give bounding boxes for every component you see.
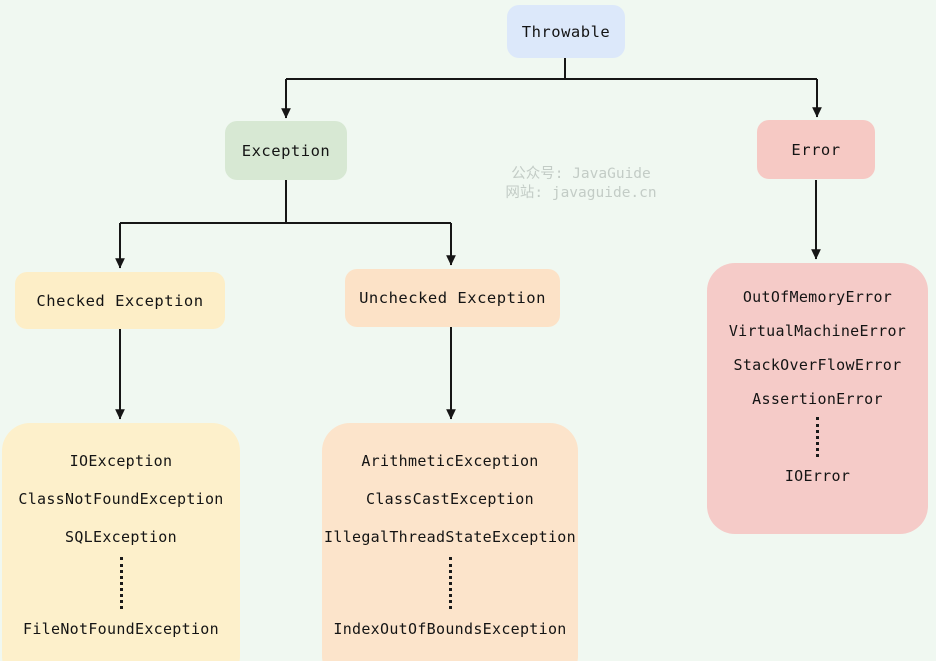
- node-checked-exception: Checked Exception: [15, 272, 225, 329]
- exception-class-item: ClassNotFoundException: [18, 490, 224, 508]
- group-checked-exception-examples: IOException ClassNotFoundException SQLEx…: [2, 423, 240, 661]
- group-error-examples: OutOfMemoryError VirtualMachineError Sta…: [707, 263, 928, 534]
- exception-class-item: IOException: [69, 452, 173, 470]
- node-throwable-label: Throwable: [521, 22, 611, 41]
- exception-class-item: ClassCastException: [366, 490, 534, 508]
- watermark: 公众号: JavaGuide 网站: javaguide.cn: [495, 165, 667, 203]
- error-class-item: StackOverFlowError: [733, 356, 902, 374]
- node-unchecked-exception-label: Unchecked Exception: [359, 289, 546, 307]
- node-exception: Exception: [225, 121, 347, 180]
- error-class-item: AssertionError: [752, 390, 883, 408]
- error-class-item: IOError: [784, 467, 851, 485]
- error-class-item: VirtualMachineError: [728, 322, 907, 340]
- exception-class-item: IndexOutOfBoundsException: [333, 620, 567, 638]
- watermark-line1: 公众号: JavaGuide: [511, 166, 651, 182]
- exception-class-item: SQLException: [65, 528, 177, 546]
- watermark-line2: 网站: javaguide.cn: [505, 185, 657, 201]
- exception-class-item: ArithmeticException: [361, 452, 539, 470]
- group-unchecked-exception-examples: ArithmeticException ClassCastException I…: [322, 423, 578, 661]
- node-checked-exception-label: Checked Exception: [36, 291, 204, 310]
- node-unchecked-exception: Unchecked Exception: [345, 269, 560, 327]
- exception-class-item: IllegalThreadStateException: [324, 528, 576, 546]
- node-error: Error: [757, 120, 875, 179]
- node-exception-label: Exception: [241, 141, 331, 160]
- exception-class-item: FileNotFoundException: [23, 620, 219, 638]
- vertical-ellipsis: [119, 557, 123, 609]
- error-class-item: OutOfMemoryError: [742, 288, 893, 306]
- node-error-label: Error: [791, 140, 841, 159]
- node-throwable: Throwable: [507, 5, 625, 58]
- vertical-ellipsis: [816, 417, 819, 457]
- vertical-ellipsis: [448, 557, 452, 609]
